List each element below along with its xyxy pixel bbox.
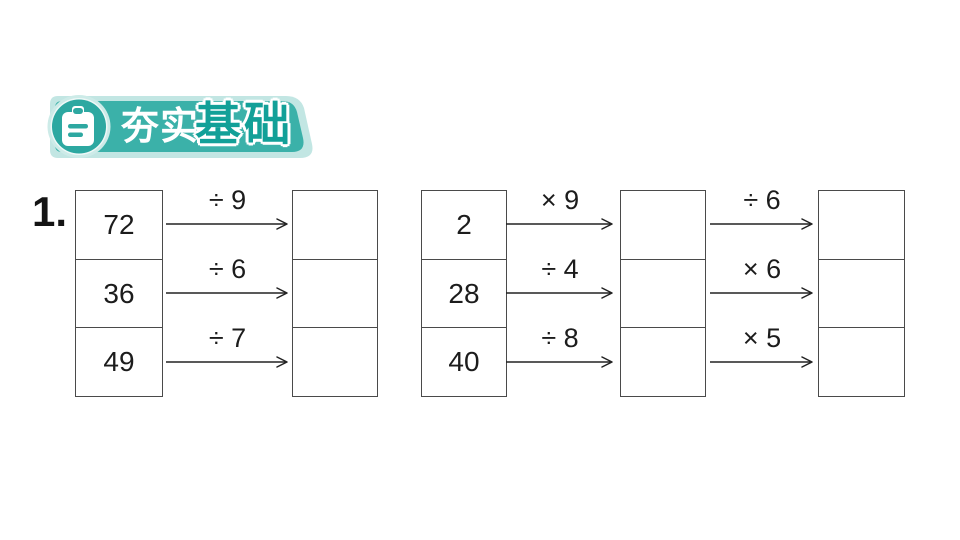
input-cell: 2 — [422, 191, 506, 260]
section-badge-graphic — [47, 95, 313, 158]
right-arrow-icon — [166, 355, 289, 369]
input-cell: 72 — [76, 191, 162, 260]
badge-title-regular: 夯实 — [121, 106, 200, 148]
operation-label: × 9 — [540, 185, 580, 215]
answer-cell[interactable] — [819, 191, 904, 260]
input-cell: 40 — [448, 346, 480, 378]
answer-cell[interactable] — [819, 328, 904, 396]
problem-number: 1. — [32, 188, 68, 235]
right-arrow-icon — [166, 286, 289, 300]
right-arrow-icon — [166, 217, 289, 231]
operation-label: ÷ 6 — [743, 185, 781, 215]
input-cell: 36 — [76, 260, 162, 329]
answer-column-3 — [818, 190, 905, 397]
operation-label: ÷ 7 — [208, 323, 247, 353]
operation-label: ÷ 4 — [541, 254, 579, 284]
answer-cell[interactable] — [621, 191, 705, 260]
badge-title-emphasis: 基础 — [195, 98, 293, 150]
clipboard-icon — [47, 95, 111, 158]
right-arrow-icon — [506, 217, 614, 231]
operation-label: ÷ 6 — [208, 254, 247, 284]
answer-cell[interactable] — [293, 260, 377, 329]
answer-cell[interactable] — [621, 328, 705, 396]
answer-cell[interactable] — [819, 260, 904, 329]
right-arrow-icon — [710, 217, 814, 231]
input-column-2: 2 28 40 — [421, 190, 507, 397]
answer-column-1 — [292, 190, 378, 397]
answer-cell[interactable] — [293, 191, 377, 260]
operation-label: × 6 — [742, 254, 782, 284]
right-arrow-icon — [506, 286, 614, 300]
answer-cell[interactable] — [293, 328, 377, 396]
operation-label: ÷ 8 — [541, 323, 579, 353]
right-arrow-icon — [710, 355, 814, 369]
input-cell: 28 — [422, 260, 506, 329]
operation-label: ÷ 9 — [208, 185, 247, 215]
right-arrow-icon — [710, 286, 814, 300]
input-column-1: 72 36 49 — [75, 190, 163, 397]
operation-label: × 5 — [742, 323, 782, 353]
right-arrow-icon — [506, 355, 614, 369]
input-cell: 49 — [103, 346, 135, 378]
answer-cell[interactable] — [621, 260, 705, 329]
answer-column-2 — [620, 190, 706, 397]
